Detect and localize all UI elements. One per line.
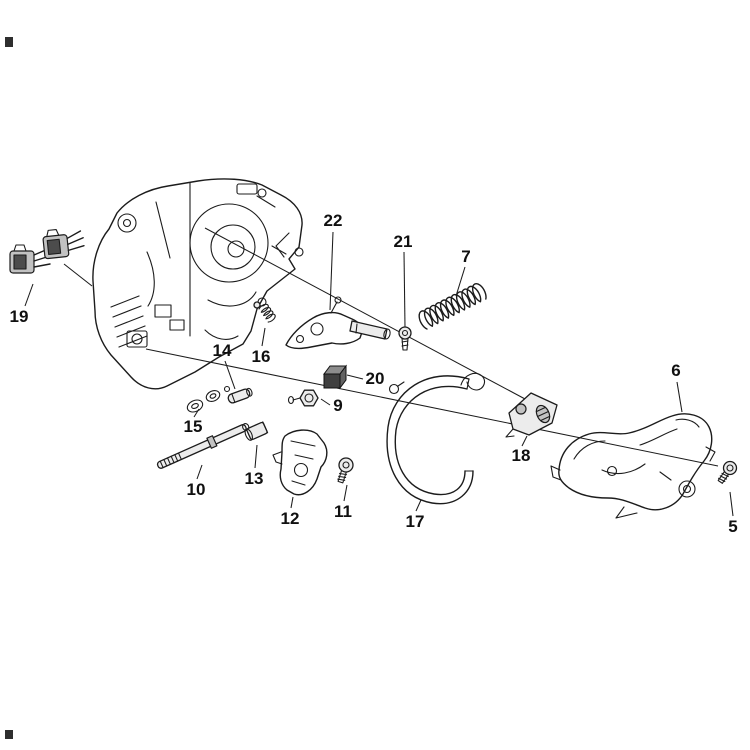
- part-label-17: 17: [406, 512, 425, 531]
- part-leader-12: [290, 496, 294, 509]
- part-20-block-drawing: [323, 364, 347, 390]
- assembly-axis-lines: [63, 227, 719, 467]
- part-12-bracket-drawing: [272, 429, 328, 496]
- part-leader-15: [193, 408, 200, 418]
- part-label-21: 21: [394, 232, 413, 251]
- part-22-lever-drawing: [285, 296, 391, 350]
- part-leader-7: [455, 266, 466, 297]
- part-leader-20: [346, 374, 364, 380]
- crop-mark-top-left: [5, 37, 13, 47]
- part-6-cover-drawing: [550, 413, 716, 519]
- part-17-brake-band-drawing: [386, 372, 486, 505]
- part-19-clips-drawing: [9, 228, 85, 274]
- part-leader-14: [224, 360, 236, 390]
- part-label-13: 13: [245, 469, 264, 488]
- part-leader-11: [343, 484, 348, 502]
- crop-mark-bottom-left: [5, 730, 13, 739]
- part-label-16: 16: [252, 347, 271, 366]
- part-13-sleeve-drawing: [244, 421, 269, 441]
- part-15-washers-drawing: [186, 385, 231, 413]
- part-label-18: 18: [512, 446, 531, 465]
- crankcase-drawing: [92, 178, 304, 390]
- part-labels: 19 22 21 7 16 14 20 9 15 10 13 12 11 17 …: [10, 211, 738, 536]
- part-leader-9: [320, 398, 331, 406]
- part-leader-21: [403, 251, 406, 328]
- part-label-7: 7: [461, 247, 470, 266]
- part-16-spring-drawing: [253, 301, 276, 323]
- part-label-10: 10: [187, 480, 206, 499]
- part-label-12: 12: [281, 509, 300, 528]
- part-label-5: 5: [728, 517, 737, 536]
- part-leader-17: [415, 499, 422, 512]
- leader-lines: [24, 231, 734, 517]
- part-leader-18: [521, 435, 528, 447]
- part-label-20: 20: [366, 369, 385, 388]
- part-label-22: 22: [324, 211, 343, 230]
- part-leader-16: [261, 327, 266, 347]
- part-18-assembly-drawing: [505, 392, 558, 438]
- part-label-19: 19: [10, 307, 29, 326]
- part-5-screw-drawing: [717, 460, 738, 484]
- part-11-screw-drawing: [337, 457, 354, 484]
- part-10-rod-drawing: [156, 422, 250, 469]
- part-leader-6: [676, 381, 683, 413]
- part-21-screw-drawing: [398, 326, 412, 351]
- part-7-spring-drawing: [418, 282, 487, 330]
- part-label-9: 9: [333, 396, 342, 415]
- part-leader-22: [329, 231, 334, 311]
- part-label-11: 11: [334, 502, 352, 521]
- part-leader-13: [254, 444, 258, 469]
- part-leader-5: [729, 491, 734, 517]
- part-label-14: 14: [213, 341, 232, 360]
- part-9-nut-drawing: [287, 389, 319, 407]
- part-14-pin-drawing: [227, 387, 253, 404]
- part-leader-10: [196, 464, 203, 480]
- part-label-15: 15: [184, 417, 203, 436]
- part-label-6: 6: [671, 361, 680, 380]
- part-leader-19: [24, 283, 34, 307]
